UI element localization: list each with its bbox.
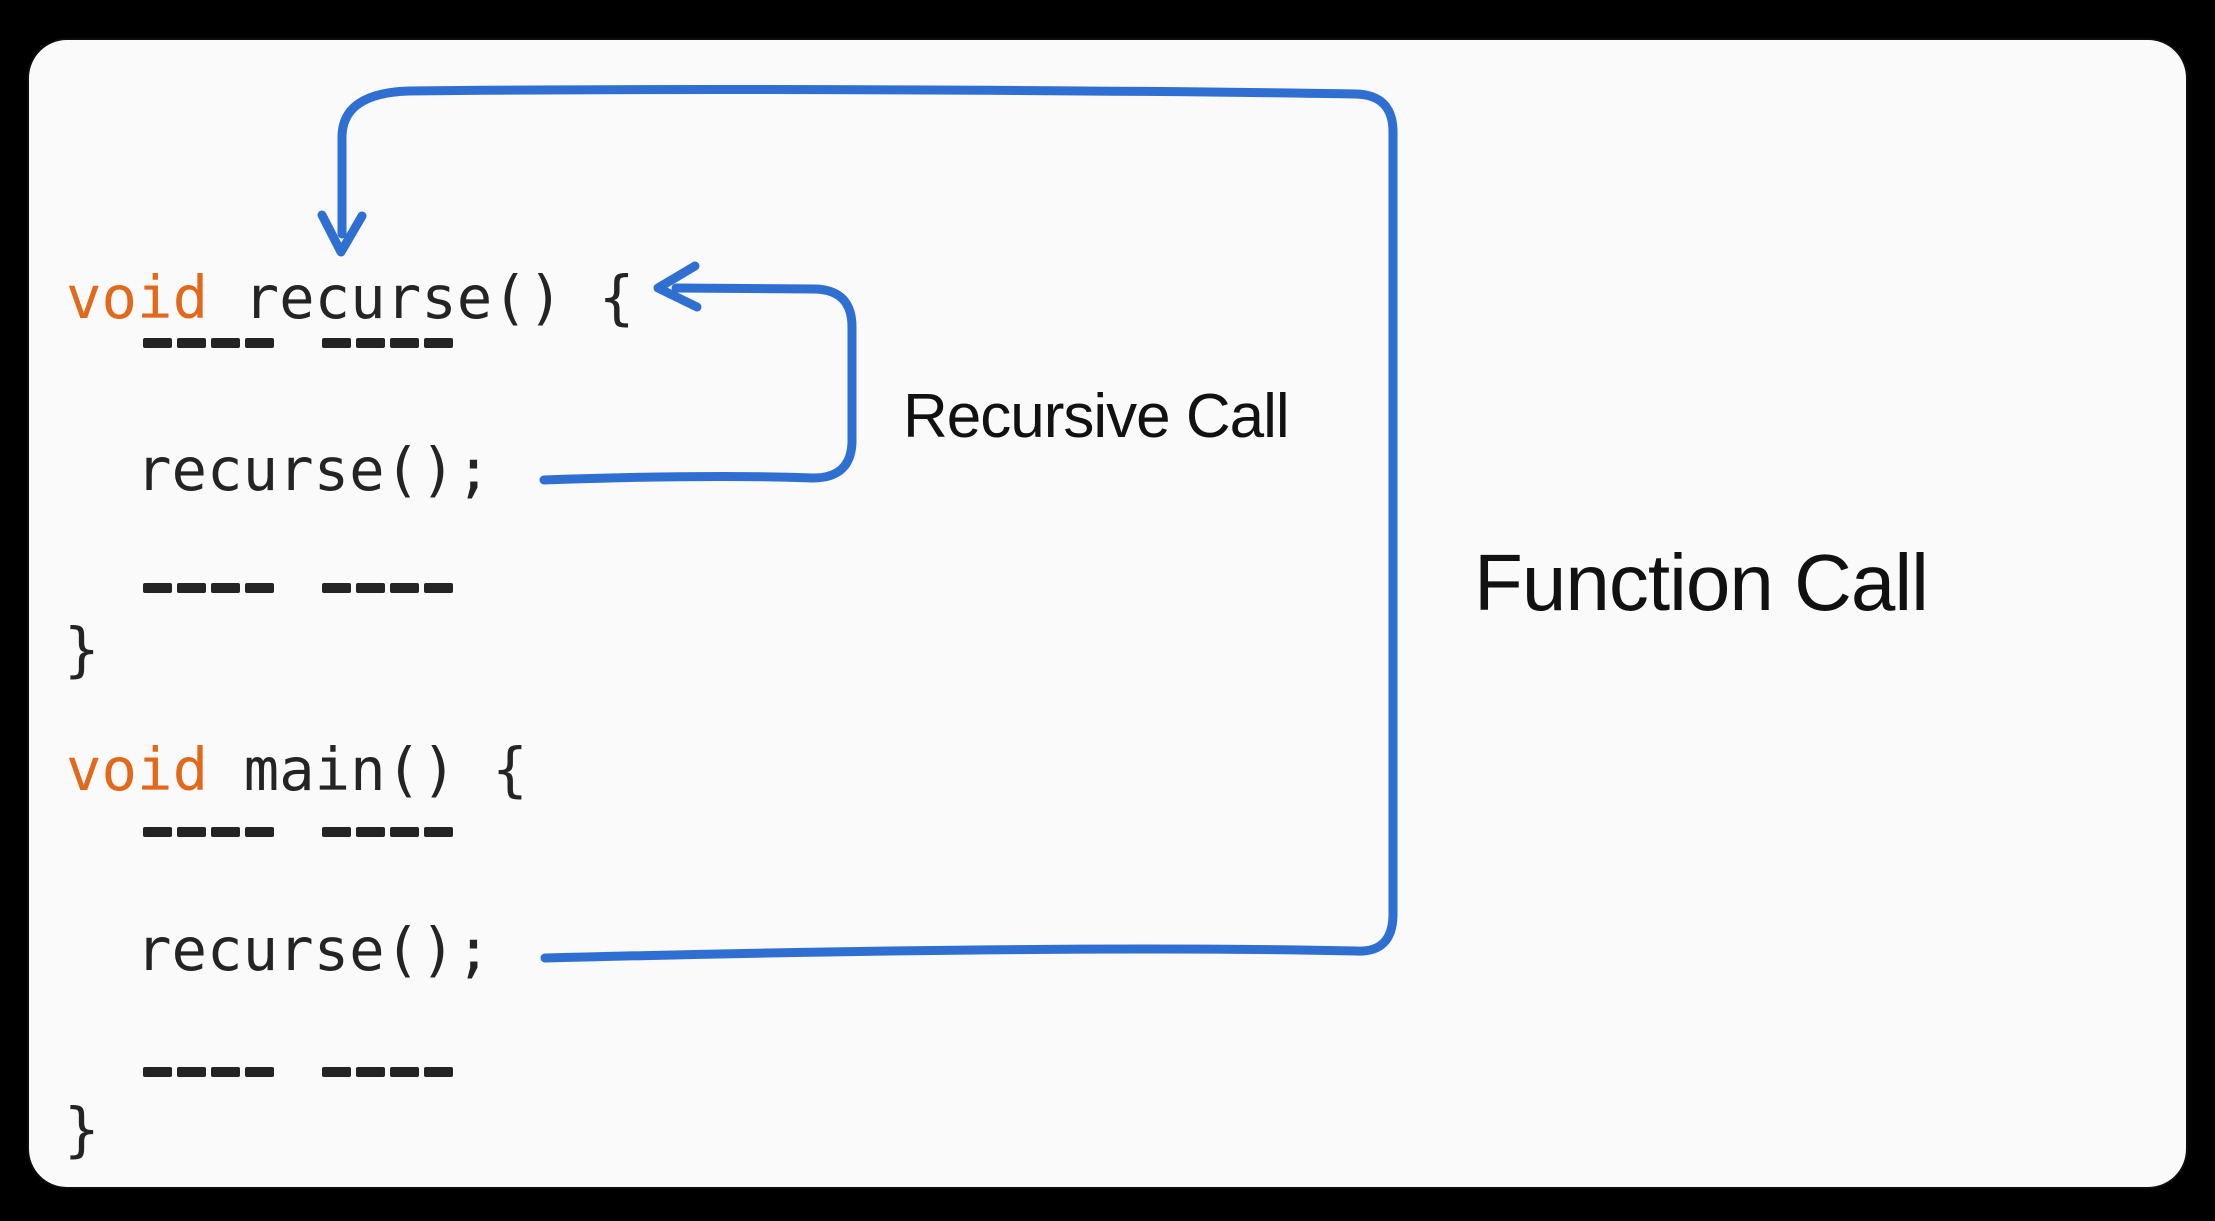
code-line-recurse-close-brace: } xyxy=(64,615,100,684)
recursive-call-label: Recursive Call xyxy=(903,382,1290,451)
code-line-main-close-brace: } xyxy=(64,1095,100,1164)
main-signature-text: main() { xyxy=(208,735,528,804)
code-placeholder-dashes xyxy=(143,827,501,837)
code-line-main-signature: void main() { xyxy=(66,735,528,805)
code-placeholder-dashes xyxy=(143,338,501,348)
function-call-label: Function Call xyxy=(1474,538,1929,627)
code-line-main-call: recurse(); xyxy=(136,915,492,984)
code-placeholder-dashes xyxy=(143,583,501,593)
code-line-recurse-signature: void recurse() { xyxy=(66,263,634,333)
keyword-void: void xyxy=(66,263,209,332)
code-line-recursive-call: recurse(); xyxy=(136,435,492,504)
code-placeholder-dashes xyxy=(143,1067,501,1077)
keyword-void: void xyxy=(66,735,209,804)
recurse-signature-text: recurse() { xyxy=(208,263,635,332)
